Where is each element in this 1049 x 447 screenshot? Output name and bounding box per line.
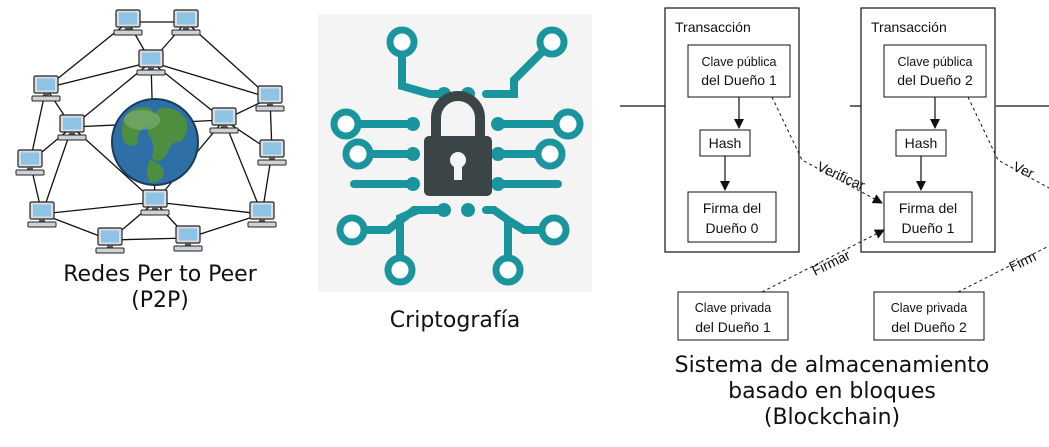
blockchain-diagram: Transacción Clave pública del Dueño 1 Ha…	[620, 7, 1049, 341]
desktop-computer-icon	[136, 49, 166, 76]
sign-label-next: Firm	[1006, 248, 1038, 275]
desktop-computer-icon	[140, 189, 170, 216]
verify-label-next: Ver	[1011, 158, 1037, 181]
blockchain-panel: Transacción Clave pública del Dueño 1 Ha…	[620, 0, 1049, 447]
desktop-computer-icon	[171, 9, 201, 36]
verify-label: Verificar	[815, 158, 868, 193]
network-link	[41, 126, 73, 215]
network-link	[45, 61, 152, 89]
blockchain-caption-line-2: basado en bloques	[728, 379, 936, 404]
desktop-computer-icon	[113, 9, 143, 36]
public-key-line-1: Clave pública	[701, 55, 776, 69]
signature-line-1: Firma del	[899, 200, 957, 216]
transaction-title: Transacción	[871, 19, 947, 35]
desktop-computer-icon	[257, 139, 287, 166]
signature-line-1: Firma del	[703, 200, 761, 216]
network-link	[223, 119, 263, 215]
p2p-caption-line-1: Redes Per to Peer	[63, 262, 257, 287]
desktop-computer-icon	[255, 85, 285, 112]
sign-arrow	[761, 229, 885, 293]
network-link	[154, 201, 263, 215]
network-link	[150, 61, 271, 99]
signature-line-2: Dueño 1	[902, 220, 955, 236]
signature-line-2: Dueño 0	[706, 220, 759, 236]
verify-arrow-next	[967, 96, 1049, 189]
p2p-caption: Redes Per to Peer (P2P)	[0, 262, 320, 314]
transaction-block-2: Transacción Clave pública del Dueño 2 Ha…	[860, 7, 996, 253]
private-key-line-1: Clave privada	[891, 301, 967, 315]
private-key-line-1: Clave privada	[695, 301, 771, 315]
private-key-box-1: Clave privada del Dueño 1	[677, 291, 789, 341]
network-link	[109, 237, 189, 241]
p2p-network-diagram	[15, 9, 287, 254]
desktop-computer-icon	[27, 201, 57, 228]
desktop-computer-icon	[95, 227, 125, 254]
blockchain-caption-line-3: (Blockchain)	[763, 405, 901, 430]
private-key-line-2: del Dueño 1	[695, 319, 771, 335]
public-key-line-1: Clave pública	[897, 55, 972, 69]
sign-arrow-next	[957, 245, 1049, 293]
private-key-box-2: Clave privada del Dueño 2	[873, 291, 985, 341]
desktop-computer-icon	[247, 201, 277, 228]
circuit-traces	[350, 40, 562, 270]
crypto-caption-text: Criptografía	[389, 308, 521, 333]
crypto-caption: Criptografía	[318, 308, 592, 334]
desktop-computer-icon	[57, 114, 87, 141]
hash-label: Hash	[709, 135, 742, 151]
hash-label: Hash	[905, 135, 938, 151]
blockchain-caption: Sistema de almacenamiento basado en bloq…	[620, 353, 1044, 431]
p2p-caption-line-2: (P2P)	[131, 288, 189, 313]
transaction-title: Transacción	[675, 19, 751, 35]
blockchain-caption-line-1: Sistema de almacenamiento	[674, 353, 990, 378]
transaction-block-1: Transacción Clave pública del Dueño 1 Ha…	[664, 7, 800, 253]
desktop-computer-icon	[31, 75, 61, 102]
desktop-computer-icon	[15, 149, 45, 176]
sign-label: Firmar	[809, 246, 853, 278]
globe-icon	[111, 98, 199, 186]
circuit-ring-nodes	[330, 26, 584, 286]
desktop-computer-icon	[173, 225, 203, 252]
public-key-line-2: del Dueño 2	[897, 72, 973, 88]
network-link	[41, 201, 156, 215]
private-key-line-2: del Dueño 2	[891, 319, 967, 335]
p2p-panel: Redes Per to Peer (P2P)	[0, 0, 320, 330]
crypto-circuit-diagram	[318, 14, 592, 292]
crypto-panel: Criptografía	[318, 14, 592, 344]
desktop-computer-icon	[209, 107, 239, 134]
padlock-icon	[424, 91, 492, 196]
public-key-line-2: del Dueño 1	[701, 72, 777, 88]
